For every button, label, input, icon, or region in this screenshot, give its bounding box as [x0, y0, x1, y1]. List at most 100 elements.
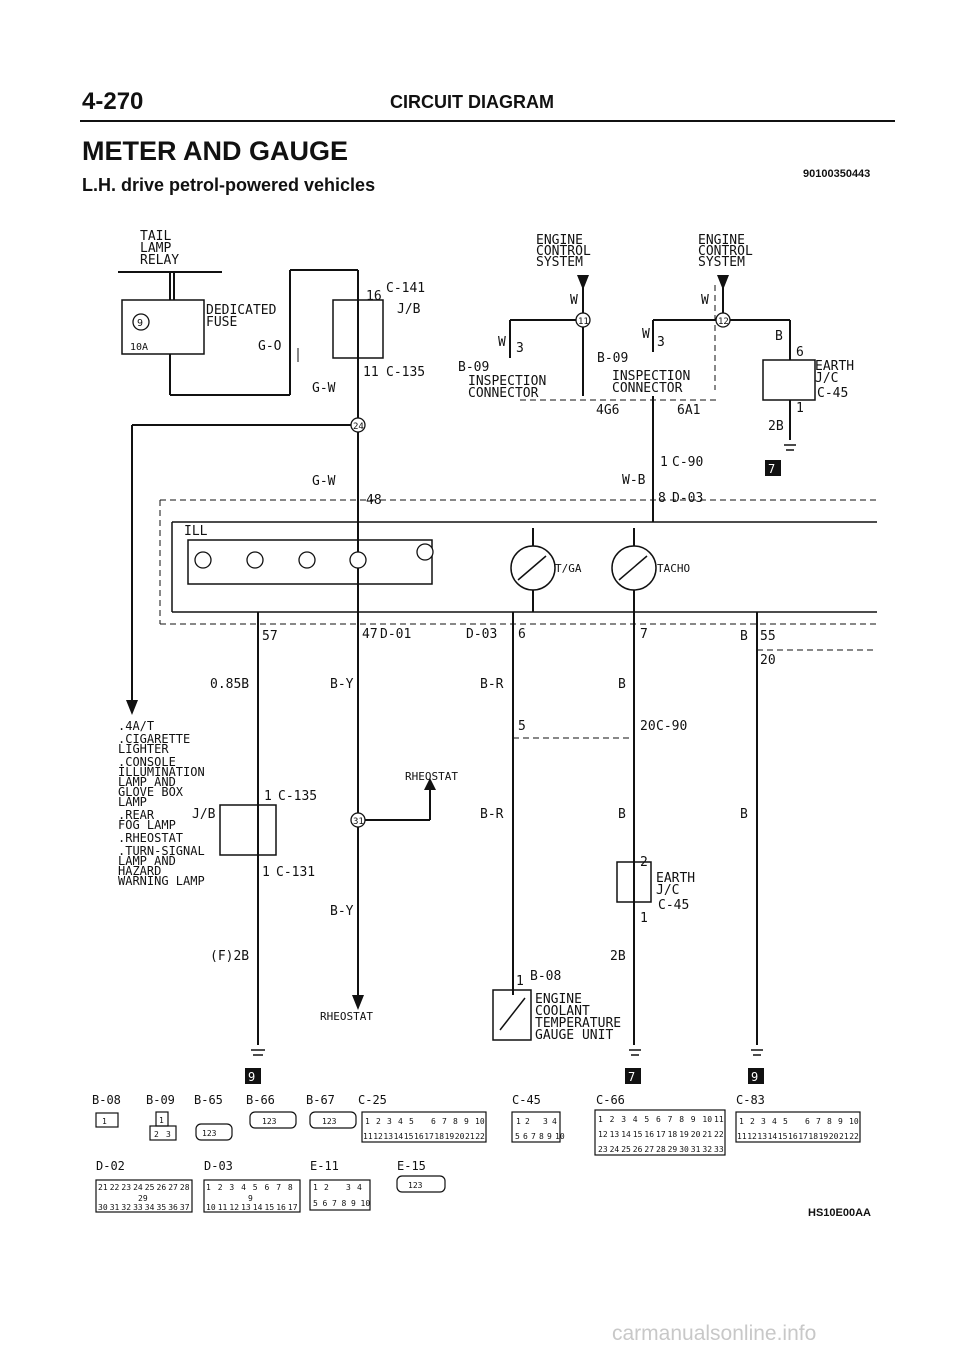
jb-top-pin-in: 16	[366, 289, 382, 304]
conn-label-b08: B-08	[92, 1093, 121, 1107]
connector-pin-d03_r3: 16	[276, 1203, 286, 1212]
pin-48: 48	[366, 493, 382, 508]
connector-pin-c25_bot: 19	[445, 1132, 455, 1141]
connector-pin-c45_bot: 5	[515, 1132, 520, 1141]
connector-pin-c66_r3: 32	[702, 1145, 712, 1154]
connector-pin-c83_bot: 21	[839, 1132, 849, 1141]
pin-e15: 123	[408, 1181, 423, 1190]
connector-pin-c66_r1: 9	[691, 1115, 696, 1124]
connector-pin-c83_top: 2	[750, 1117, 755, 1126]
section-title: CIRCUIT DIAGRAM	[390, 92, 554, 112]
splice-24: 24	[353, 422, 364, 432]
earth-mid-pin-b: 1	[640, 911, 648, 926]
connector-pin-c83_bot: 16	[788, 1132, 798, 1141]
connector-pin-c25_top: 3	[387, 1117, 392, 1126]
connector-pin-c66_r2: 16	[644, 1130, 654, 1139]
connector-pin-c25_top: 5	[409, 1117, 414, 1126]
connector-pin-c45_top: 4	[552, 1117, 557, 1126]
connector-pin-c66_r1: 10	[702, 1115, 712, 1124]
inspection-left-wire: W	[498, 335, 506, 350]
meter-ill: ILL	[184, 524, 208, 539]
inspection-right-pin: 3	[657, 335, 665, 350]
fuse-label: DEDICATED FUSE	[206, 303, 284, 330]
connector-pin-c83_top: 6	[805, 1117, 810, 1126]
earth-top-pin-c: 2B	[768, 419, 784, 434]
connector-pin-d02_r3: 36	[168, 1203, 178, 1212]
splice-12: 12	[718, 317, 729, 327]
fuse-number: 9	[137, 318, 143, 329]
pin-57: 57	[262, 629, 278, 644]
connector-pin-c66_r1: 8	[679, 1115, 684, 1124]
connector-pin-c83_top: 3	[761, 1117, 766, 1126]
connector-pin-d02_r1: 28	[180, 1183, 190, 1192]
pin-b09-top: 1	[159, 1116, 164, 1125]
connector-pin-d02_r3: 35	[157, 1203, 167, 1212]
pin-b09-b: 3	[166, 1130, 171, 1139]
connector-pin-c25_top: 1	[365, 1117, 370, 1126]
document-number: 90100350443	[803, 168, 871, 180]
connector-pin-e11_bot: 8	[342, 1199, 347, 1208]
connector-pin-c25_bot: 20	[455, 1132, 465, 1141]
connector-pin-c66_r3: 29	[668, 1145, 678, 1154]
connector-pin-e11_bot: 10	[361, 1199, 371, 1208]
conn-d01: D-01	[380, 627, 411, 642]
variant-4g6: 4G6	[596, 403, 619, 418]
conn-label-d03: D-03	[204, 1159, 233, 1173]
connector-pin-c83_bot: 12	[747, 1132, 757, 1141]
page-title: METER AND GAUGE	[82, 136, 349, 166]
meter-tga: T/GA	[555, 562, 582, 575]
connector-pin-c66_r1: 1	[598, 1115, 603, 1124]
earth-mid-pin-a: 2	[640, 855, 648, 870]
connector-pin-c25_bot: 15	[404, 1132, 414, 1141]
connector-pin-e11_bot: 7	[332, 1199, 337, 1208]
pin-c90-1: 1	[660, 455, 668, 470]
connector-pin-c66_r2: 22	[714, 1130, 724, 1139]
connector-pin-c66_r2: 21	[702, 1130, 712, 1139]
connector-pin-c66_r2: 18	[668, 1130, 678, 1139]
connector-pin-c66_r1: 6	[656, 1115, 661, 1124]
connector-pin-c66_r3: 27	[644, 1145, 654, 1154]
conn-label-c45: C-45	[512, 1093, 541, 1107]
connector-pin-d03_r3: 12	[229, 1203, 239, 1212]
connector-pin-c83_top: 1	[739, 1117, 744, 1126]
fuse-wire-code: G-O	[258, 339, 282, 354]
variant-6a1: 6A1	[677, 403, 700, 418]
connector-pin-c66_r2: 15	[633, 1130, 643, 1139]
inspection-left-pin: 3	[516, 341, 524, 356]
connector-pin-d02_r1: 27	[168, 1183, 178, 1192]
pin-b09-a: 2	[154, 1130, 159, 1139]
connector-pin-c66_r1: 5	[644, 1115, 649, 1124]
conn-label-b67: B-67	[306, 1093, 335, 1107]
connector-pin-c66_r3: 23	[598, 1145, 608, 1154]
connector-pin-d03_r3: 15	[265, 1203, 275, 1212]
earth-mid-label: EARTH J/C	[656, 871, 703, 898]
connector-pin-c83_top: 8	[827, 1117, 832, 1126]
page-subtitle: L.H. drive petrol-powered vehicles	[82, 175, 376, 195]
wire-by-2: B-Y	[330, 904, 354, 919]
pin-d03-mid: 9	[248, 1194, 253, 1203]
jb-mid-conn-in: C-135	[278, 789, 317, 804]
conn-label-b66: B-66	[246, 1093, 275, 1107]
connector-pin-c83_top: 4	[772, 1117, 777, 1126]
jb-top-conn-out: C-135	[386, 365, 425, 380]
pin-6: 6	[518, 627, 526, 642]
connector-pin-c25_bot: 12	[373, 1132, 383, 1141]
connector-pin-c83_top: 5	[783, 1117, 788, 1126]
pin-d03-8: 8	[658, 491, 666, 506]
wire-2b: 2B	[610, 949, 626, 964]
connector-pin-c66_r2: 19	[679, 1130, 689, 1139]
jb-top-pin-out: 11	[363, 365, 379, 380]
watermark: carmanualsonline.info	[612, 1322, 817, 1345]
connector-pin-c25_top: 8	[453, 1117, 458, 1126]
coolant-pin: 1	[516, 974, 524, 989]
connector-pin-c66_r3: 31	[691, 1145, 701, 1154]
jb-mid-pin-in: 1	[264, 789, 272, 804]
connector-pin-d02_r3: 31	[110, 1203, 120, 1212]
connector-pin-d03_r3: 11	[218, 1203, 228, 1212]
conn-d03-top: D-03	[672, 491, 703, 506]
inspection-left-conn: B-09	[458, 360, 489, 375]
rheostat-bottom-label: RHEOSTAT	[320, 1010, 373, 1023]
conn-label-c83: C-83	[736, 1093, 765, 1107]
inspection-right-wire: W	[642, 327, 650, 342]
conn-label-d02: D-02	[96, 1159, 125, 1173]
